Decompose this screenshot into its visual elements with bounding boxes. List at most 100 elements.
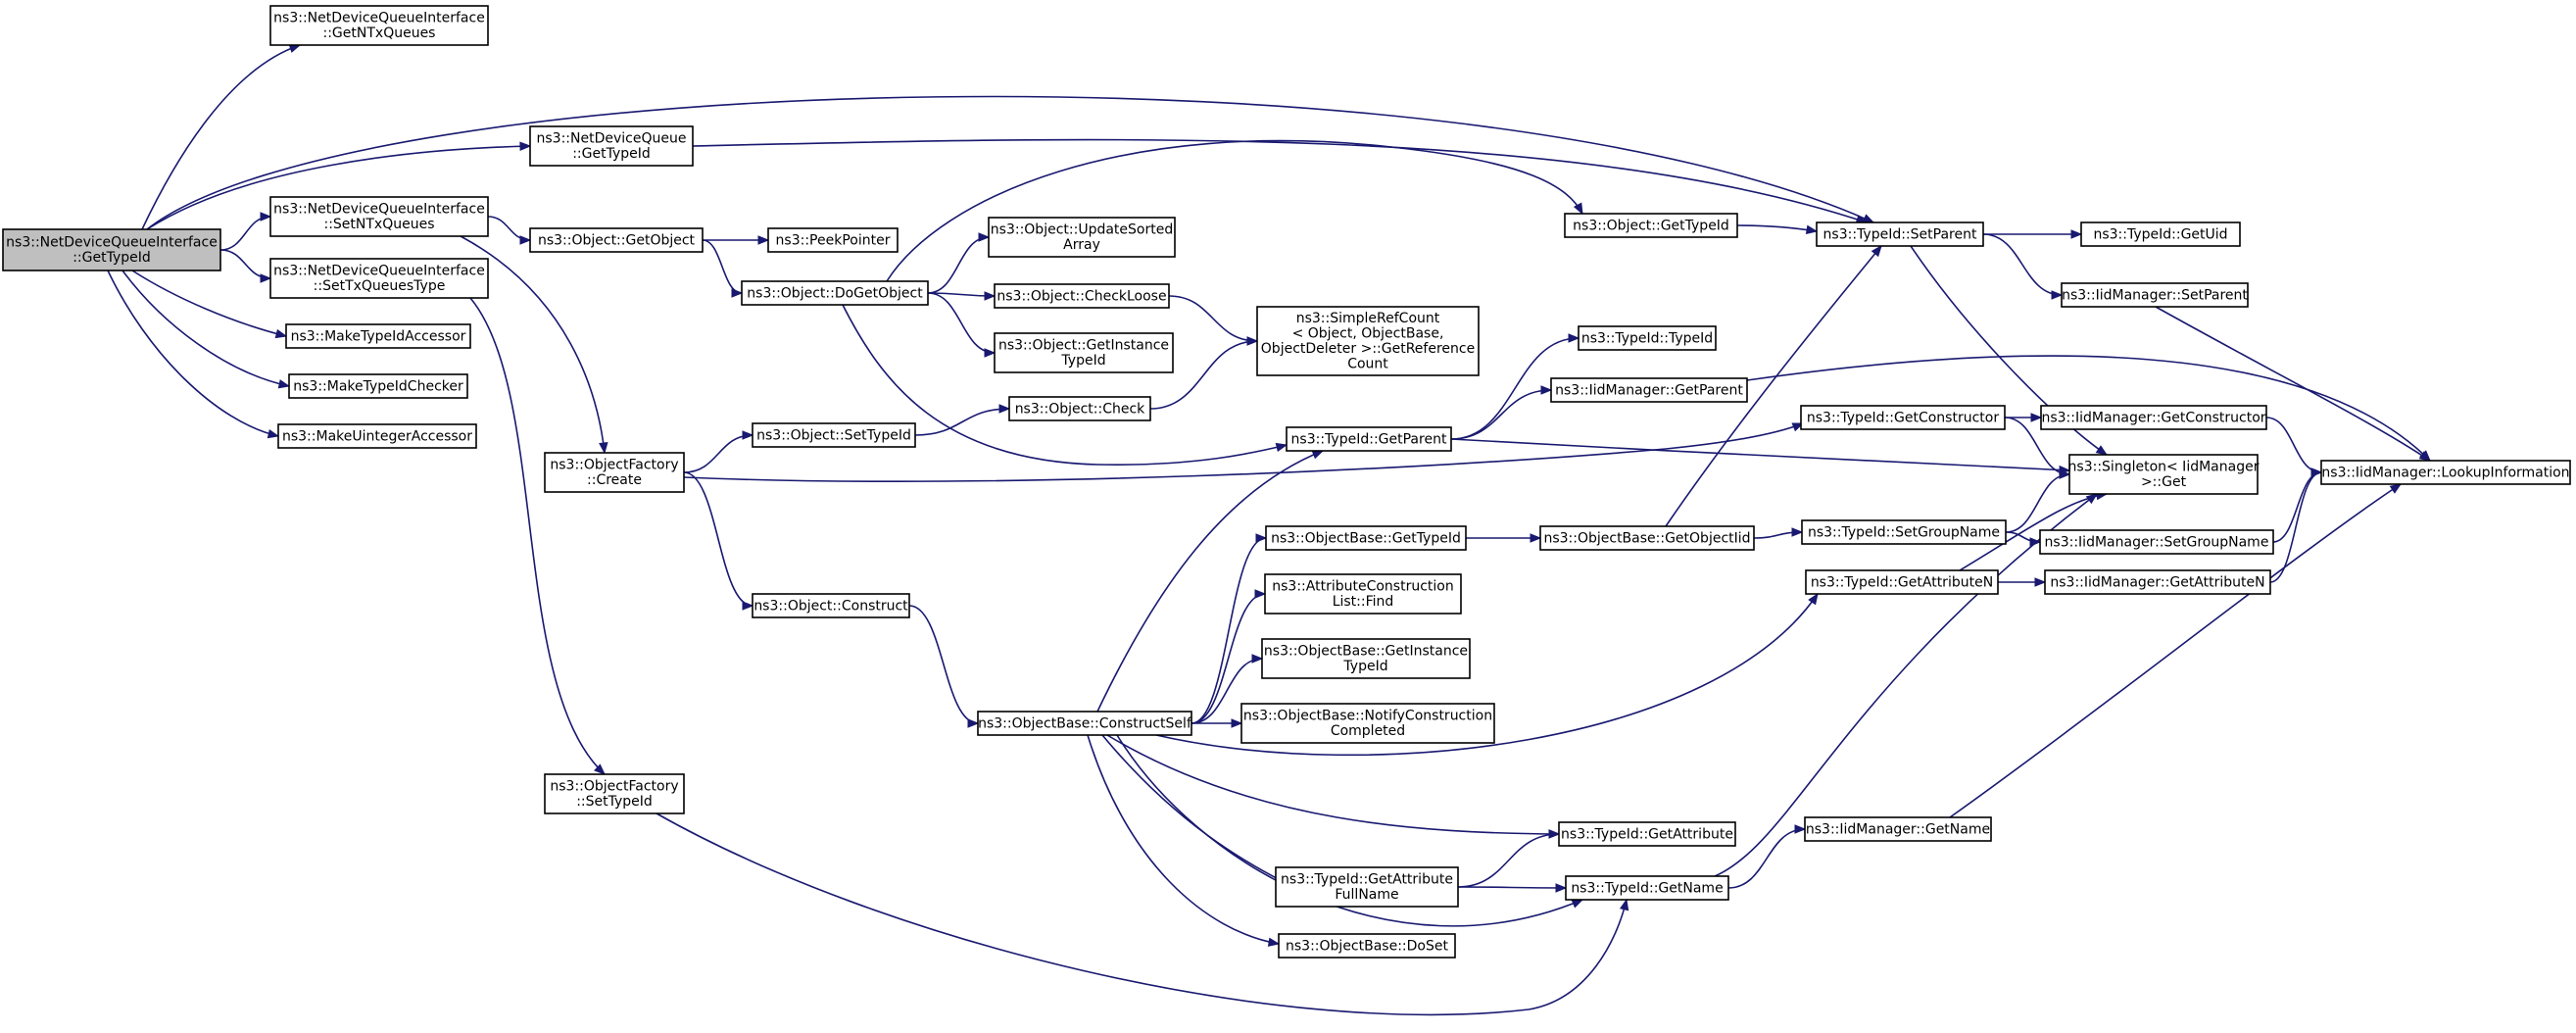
- edge-line: [1457, 833, 1560, 888]
- edge-line: [1736, 224, 1818, 232]
- node-box: [1805, 569, 1999, 595]
- arrowhead-icon: [1794, 824, 1807, 834]
- arrowhead-icon: [594, 763, 606, 775]
- edge-line: [1665, 245, 1882, 527]
- arrowhead-icon: [1805, 224, 1819, 234]
- arrowhead-icon: [1791, 527, 1804, 537]
- node-box: [1008, 396, 1151, 421]
- edge-line: [1982, 233, 2063, 296]
- node-make-typeid-checker[interactable]: ns3::MakeTypeIdChecker: [288, 373, 468, 399]
- node-typeid-getparent[interactable]: ns3::TypeId::GetParent: [1286, 426, 1452, 452]
- node-objfactory-create[interactable]: ns3::ObjectFactory::Create: [544, 452, 685, 493]
- node-root[interactable]: ns3::NetDeviceQueueInterface::GetTypeId: [2, 228, 221, 271]
- edge-obj_gettypeid-to-typeid_setparent: [1736, 224, 1819, 234]
- edge-line: [2269, 471, 2322, 583]
- node-label: ns3::NetDeviceQueueInterface: [273, 11, 485, 26]
- node-objfactory-settypeid[interactable]: ns3::ObjectFactory::SetTypeId: [544, 773, 685, 814]
- edge-line: [914, 408, 1010, 436]
- arrowhead-icon: [967, 718, 980, 728]
- edge-line: [1087, 734, 1280, 945]
- node-iid-getparent[interactable]: ns3::IidManager::GetParent: [1550, 377, 1748, 403]
- edge-root-to-make_typeid_checker: [122, 270, 291, 389]
- arrowhead-icon: [274, 328, 288, 339]
- edge-obj_checkloose-to-simplerefcount: [1168, 295, 1259, 346]
- node-objbase-constructself[interactable]: ns3::ObjectBase::ConstructSelf: [977, 711, 1192, 736]
- node-typeid-getattributen[interactable]: ns3::TypeId::GetAttributeN: [1805, 569, 1999, 595]
- node-peekpointer[interactable]: ns3::PeekPointer: [767, 227, 899, 253]
- node-singleton-get[interactable]: ns3::Singleton< IidManager>::Get: [2068, 454, 2260, 495]
- node-typeid-setgroupname[interactable]: ns3::TypeId::SetGroupName: [1801, 519, 2007, 545]
- node-label: ns3::AttributeConstruction: [1272, 579, 1453, 595]
- node-ndqi-settxtype[interactable]: ns3::NetDeviceQueueInterface::SetTxQueue…: [269, 258, 489, 299]
- edge-line: [1746, 355, 2431, 462]
- edge-objbase_constructself-to-typeid_getattributen: [1155, 592, 1819, 757]
- node-label: ::GetTypeId: [572, 146, 651, 162]
- node-iid-setparent[interactable]: ns3::IidManager::SetParent: [2061, 282, 2249, 308]
- node-typeid-setparent[interactable]: ns3::TypeId::SetParent: [1816, 221, 1984, 247]
- node-obj-gettypeid[interactable]: ns3::Object::GetTypeId: [1564, 213, 1738, 238]
- node-label: ns3::TypeId::GetUid: [2093, 226, 2227, 242]
- arrowhead-icon: [731, 288, 744, 298]
- node-simplerefcount[interactable]: ns3::SimpleRefCount< Object, ObjectBase,…: [1256, 306, 1480, 376]
- node-iid-setgroupname[interactable]: ns3::IidManager::SetGroupName: [2039, 529, 2274, 555]
- node-obj-construct[interactable]: ns3::Object::Construct: [752, 593, 910, 618]
- arrowhead-icon: [2310, 467, 2323, 477]
- node-typeid-typeid[interactable]: ns3::TypeId::TypeId: [1578, 325, 1717, 351]
- edge-objbase_constructself-to-typeid_getattribute: [1106, 734, 1561, 839]
- node-make-typeid-accessor[interactable]: ns3::MakeTypeIdAccessor: [285, 323, 471, 349]
- node-obj-settypeid[interactable]: ns3::Object::SetTypeId: [752, 422, 916, 448]
- edge-line: [683, 422, 1804, 482]
- node-obj-dogetobject[interactable]: ns3::Object::DoGetObject: [741, 280, 929, 306]
- node-ndqi-setntx[interactable]: ns3::NetDeviceQueueInterface::SetNTxQueu…: [269, 196, 489, 237]
- node-typeid-getattribute[interactable]: ns3::TypeId::GetAttribute: [1558, 821, 1736, 847]
- node-iid-getattributen[interactable]: ns3::IidManager::GetAttributeN: [2044, 569, 2271, 595]
- node-typeid-getuid[interactable]: ns3::TypeId::GetUid: [2080, 221, 2241, 247]
- node-objbase-gettypeid[interactable]: ns3::ObjectBase::GetTypeId: [1265, 525, 1467, 551]
- arrowhead-icon: [757, 235, 770, 245]
- node-label: ns3::IidManager::SetGroupName: [2045, 534, 2269, 550]
- node-obj-getobject[interactable]: ns3::Object::GetObject: [529, 227, 704, 253]
- edge-typeid_getparent-to-iid_getparent: [1450, 385, 1553, 440]
- node-objbase-doset[interactable]: ns3::ObjectBase::DoSet: [1278, 933, 1456, 959]
- node-iid-getconstructor[interactable]: ns3::IidManager::GetConstructor: [2040, 405, 2267, 430]
- node-obj-checkloose[interactable]: ns3::Object::CheckLoose: [994, 283, 1170, 309]
- edge-line: [1450, 438, 2070, 471]
- edge-iid_getattributen-to-iid_lookup: [2269, 467, 2323, 583]
- edge-obj_getobject-to-obj_dogetobject: [702, 239, 744, 298]
- node-ndq-gettypeid[interactable]: ns3::NetDeviceQueue::GetTypeId: [529, 125, 694, 167]
- edge-objbase_getobjectiid-to-typeid_setgroupname: [1753, 527, 1804, 539]
- node-typeid-getconstructor[interactable]: ns3::TypeId::GetConstructor: [1800, 405, 2006, 430]
- arrowhead-icon: [2030, 413, 2043, 422]
- node-objbase-getobjectiid[interactable]: ns3::ObjectBase::GetObjectIid: [1539, 525, 1755, 551]
- arrowhead-icon: [1568, 333, 1580, 343]
- node-ndqi-getntx[interactable]: ns3::NetDeviceQueueInterface::GetNTxQueu…: [269, 5, 489, 46]
- node-label: ns3::IidManager::SetParent: [2062, 287, 2248, 303]
- edge-line: [1910, 245, 2108, 456]
- node-objbase-notify[interactable]: ns3::ObjectBase::NotifyConstructionCompl…: [1240, 703, 1495, 744]
- edge-ndqi_settxtype-to-objfactory_settypeid: [469, 297, 606, 775]
- node-box: [285, 323, 471, 349]
- edge-typeid_setgroupname-to-singleton_get: [2005, 469, 2071, 533]
- node-box: [2039, 529, 2274, 555]
- node-obj-check[interactable]: ns3::Object::Check: [1008, 396, 1151, 421]
- node-iid-lookup[interactable]: ns3::IidManager::LookupInformation: [2320, 460, 2571, 485]
- node-box: [288, 373, 468, 399]
- node-label: ::SetNTxQueues: [323, 217, 434, 232]
- edge-obj_dogetobject-to-obj_gettypeid: [886, 139, 1583, 282]
- node-label: FullName: [1335, 887, 1398, 903]
- node-box: [544, 773, 685, 814]
- arrowhead-icon: [1555, 883, 1568, 893]
- arrowhead-icon: [1246, 336, 1259, 346]
- node-make-uint-accessor[interactable]: ns3::MakeUintegerAccessor: [277, 423, 477, 449]
- edge-objbase_constructself-to-attrconstruction_find: [1191, 589, 1267, 724]
- node-typeid-getname[interactable]: ns3::TypeId::GetName: [1565, 875, 1729, 901]
- edge-objfactory_settypeid-to-typeid_getname: [656, 812, 1629, 1016]
- node-iid-getname[interactable]: ns3::IidManager::GetName: [1804, 816, 1992, 842]
- edge-line: [1168, 295, 1258, 342]
- node-box: [767, 227, 899, 253]
